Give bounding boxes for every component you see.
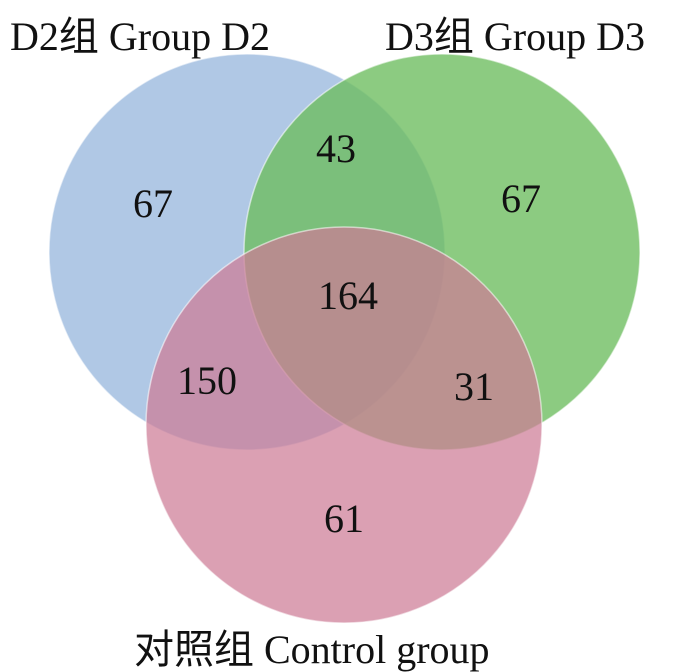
set-circles xyxy=(48,53,641,624)
count-control-only: 61 xyxy=(324,496,364,541)
count-d2-d3: 43 xyxy=(316,126,356,171)
set-label-d3: D3组 Group D3 xyxy=(385,14,645,59)
set-circle-control xyxy=(145,226,543,624)
count-d2-control: 150 xyxy=(177,358,237,403)
count-d3-only: 67 xyxy=(501,176,541,221)
count-d2-only: 67 xyxy=(133,181,173,226)
set-label-control: 对照组 Control group xyxy=(134,627,490,672)
count-d3-control: 31 xyxy=(454,364,494,409)
count-all: 164 xyxy=(318,273,378,318)
set-label-d2: D2组 Group D2 xyxy=(10,14,270,59)
